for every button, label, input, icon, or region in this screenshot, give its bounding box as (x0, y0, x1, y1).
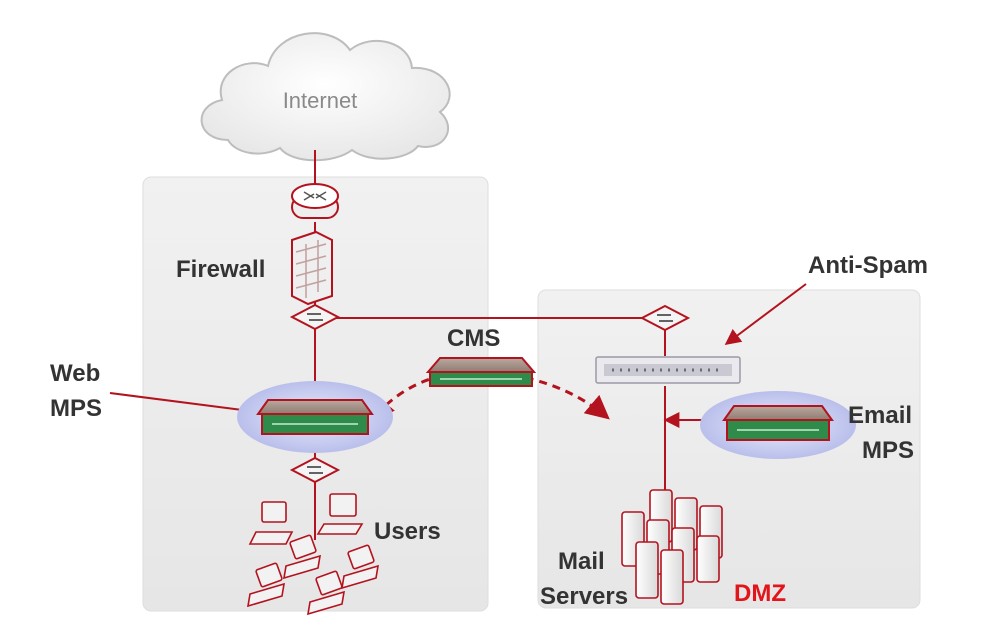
switch-icon-internal-bottom (289, 456, 341, 484)
dmz-label: DMZ (734, 580, 786, 607)
email-mps-label-line2: MPS (862, 437, 915, 464)
web-mps-label-line1: Web (50, 360, 101, 387)
firewall-label: Firewall (176, 256, 266, 283)
users-computers-icon (247, 493, 379, 616)
internet-cloud-icon (200, 32, 451, 162)
internet-label: Internet (282, 88, 358, 113)
mail-servers-icon (621, 489, 723, 605)
mail-servers-label-line1: Mail (558, 548, 605, 575)
mail-servers-label-line2: Servers (540, 583, 629, 610)
users-label: Users (374, 518, 441, 545)
email-mps-appliance-icon (722, 405, 834, 441)
switch-icon-dmz (639, 304, 691, 332)
cms-appliance-icon (425, 357, 537, 387)
cms-label: CMS (447, 325, 501, 352)
web-mps-appliance-icon (256, 399, 374, 435)
email-mps-label-line1: Email (848, 402, 913, 429)
anti-spam-appliance-icon (595, 356, 741, 384)
firewall-icon (291, 230, 333, 306)
anti-spam-label: Anti-Spam (808, 252, 928, 279)
web-mps-label-line2: MPS (50, 395, 103, 422)
router-icon (291, 183, 339, 219)
switch-icon-internal-top (289, 303, 341, 331)
